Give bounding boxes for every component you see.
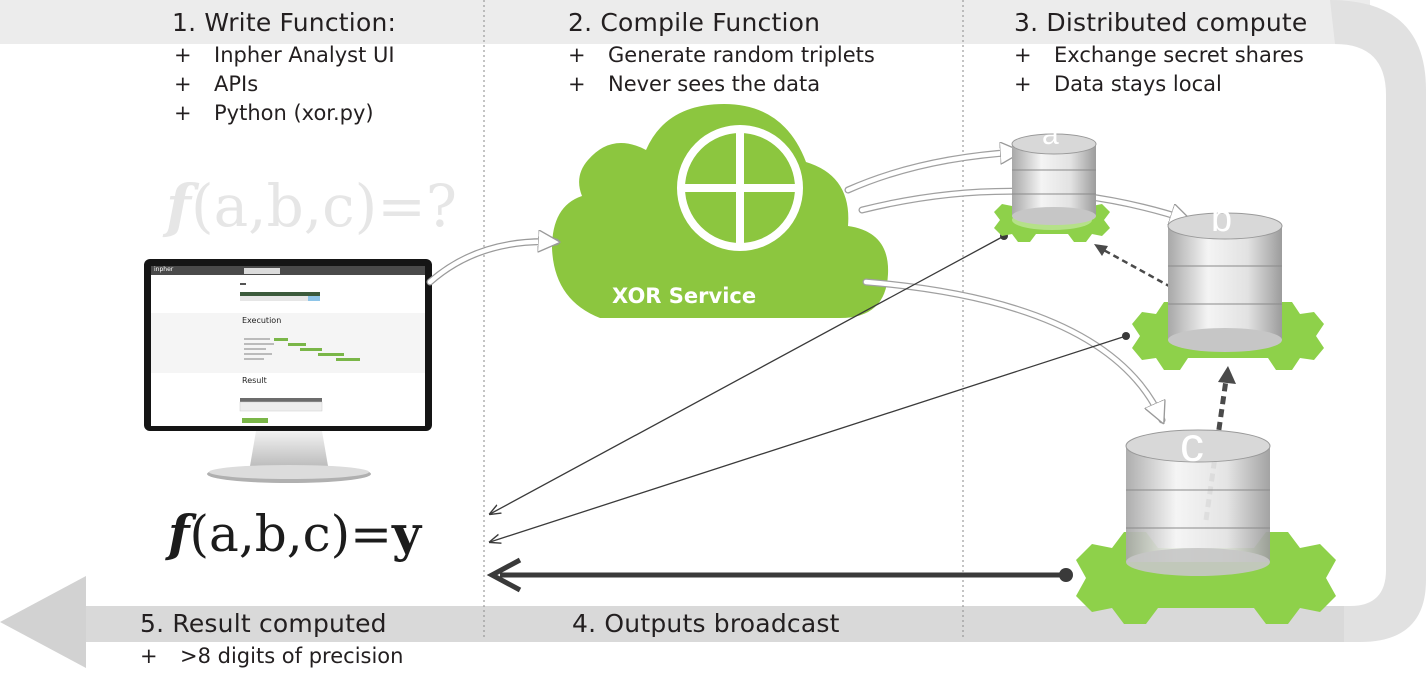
- step-1-title: 1. Write Function:: [172, 8, 397, 37]
- step-1-bullet-3: +Python (xor.py): [174, 101, 374, 125]
- plus-icon: +: [174, 101, 192, 125]
- step-3-bullet-2: +Data stays local: [1014, 72, 1222, 96]
- database-c: [1076, 429, 1336, 624]
- bottom-band-arrowhead: [0, 576, 86, 668]
- step-1-bullet-2: +APIs: [174, 72, 259, 96]
- broadcast-arrow: [486, 557, 1073, 593]
- xor-service-cloud: [552, 104, 889, 318]
- screen-section-execution: Execution: [242, 316, 282, 325]
- thin-return-arrows: [490, 232, 1130, 542]
- step-5-bullet-1: +>8 digits of precision: [140, 644, 404, 668]
- plus-icon: +: [1014, 72, 1032, 96]
- step-3-bullet-1: +Exchange secret shares: [1014, 43, 1304, 67]
- step-2-title: 2. Compile Function: [568, 8, 821, 37]
- plus-icon: +: [568, 72, 586, 96]
- formula-result: f(a,b,c)=y: [168, 504, 422, 563]
- formula-question: f(a,b,c)=?: [166, 172, 457, 240]
- plus-icon: +: [174, 72, 192, 96]
- plus-icon: +: [1014, 43, 1032, 67]
- screen-section-result: Result: [242, 376, 267, 385]
- monitor: [144, 259, 432, 483]
- return-arrow-from-a: [490, 235, 1005, 514]
- database-a: [994, 133, 1110, 242]
- plus-icon: +: [568, 43, 586, 67]
- screen-brand: inpher: [154, 266, 174, 273]
- top-band: [0, 0, 1370, 44]
- return-arrow-from-b: [490, 335, 1127, 542]
- xor-symbol: [677, 125, 803, 251]
- database-b-label: b: [1211, 198, 1233, 240]
- step-2-bullet-2: +Never sees the data: [568, 72, 821, 96]
- step-3-title: 3. Distributed compute: [1014, 8, 1308, 37]
- database-a-label: a: [1042, 118, 1059, 151]
- database-c-label: c: [1180, 419, 1204, 472]
- plus-icon: +: [174, 43, 192, 67]
- step-1-bullet-1: +Inpher Analyst UI: [174, 43, 395, 67]
- step-2-bullet-1: +Generate random triplets: [568, 43, 875, 67]
- database-b: [1132, 212, 1324, 370]
- right-band-curve: [1330, 0, 1426, 642]
- step-5-title: 5. Result computed: [140, 609, 387, 638]
- plus-icon: +: [140, 644, 158, 668]
- cloud-label: XOR Service: [612, 284, 757, 308]
- step-4-title: 4. Outputs broadcast: [572, 609, 840, 638]
